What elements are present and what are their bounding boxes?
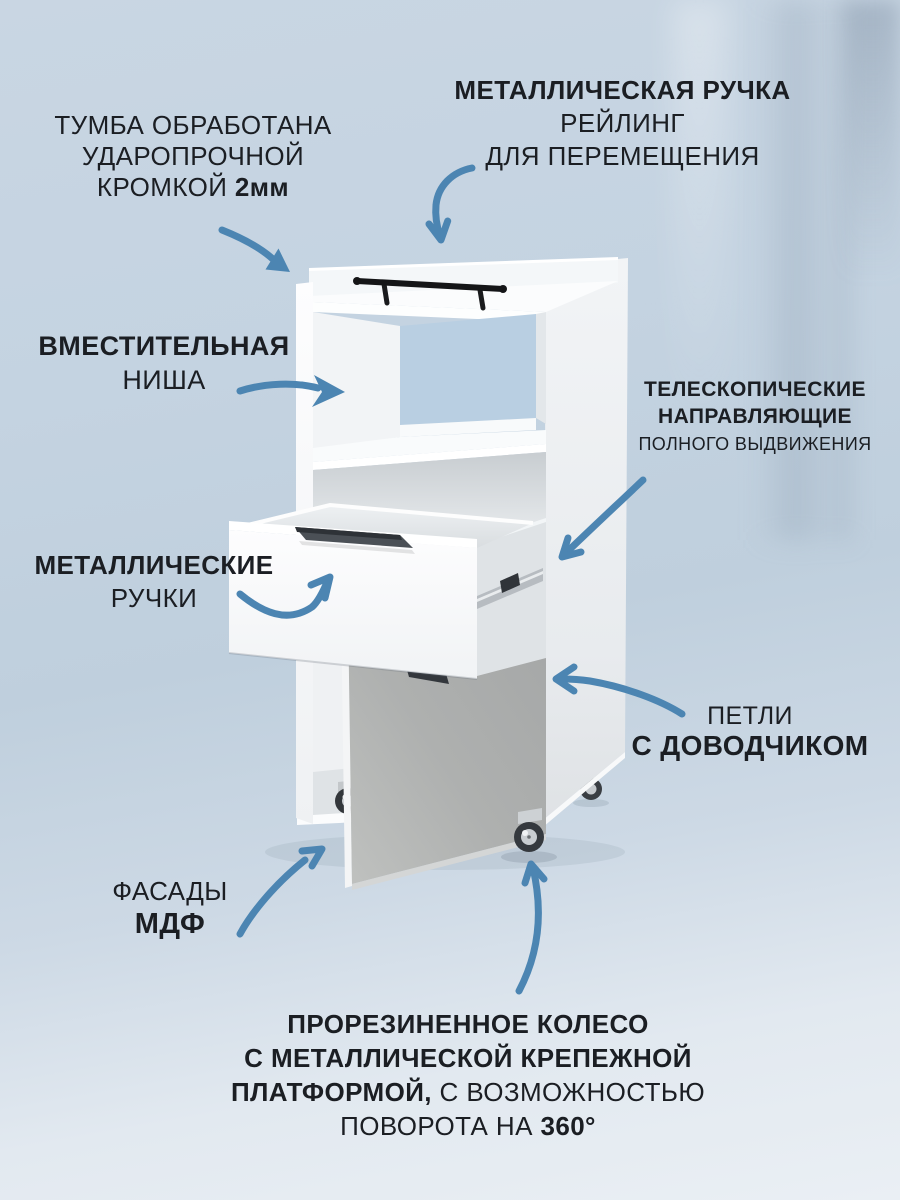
- annotation-line: МЕТАЛЛИЧЕСКИЕ: [34, 550, 274, 580]
- annotation-line: УДАРОПРОЧНОЙ: [81, 141, 305, 171]
- annotation-line: РУЧКИ: [110, 583, 198, 613]
- annotation-line: МЕТАЛЛИЧЕСКАЯ РУЧКА: [454, 75, 791, 105]
- niche-opening: [400, 314, 536, 425]
- railing-handle: [353, 277, 507, 311]
- annotation-hinges: ПЕТЛИ С ДОВОДЧИКОМ: [600, 701, 900, 761]
- annotation-line: НАПРАВЛЯЮЩИЕ: [658, 405, 852, 428]
- arrow-hinges-icon: [552, 663, 686, 718]
- arrow-railing-icon: [425, 164, 476, 244]
- annotation-line: КРОМКОЙ 2мм: [96, 172, 290, 202]
- annotation-line: ПЕТЛИ: [707, 702, 793, 730]
- annotation-line: МДФ: [134, 908, 206, 940]
- annotation-line: РЕЙЛИНГ: [560, 108, 685, 138]
- annotation-line: ТУМБА ОБРАБОТАНА: [54, 110, 332, 140]
- annotation-line: ТЕЛЕСКОПИЧЕСКИЕ: [644, 378, 866, 401]
- drawer-side: [477, 522, 546, 676]
- annotation-edge-banding: ТУМБА ОБРАБОТАНА УДАРОПРОЧНОЙ КРОМКОЙ 2м…: [23, 110, 363, 203]
- annotation-line: ВМЕСТИТЕЛЬНАЯ: [38, 331, 290, 361]
- middle-shelf: [313, 430, 546, 462]
- annotation-slides: ТЕЛЕСКОПИЧЕСКИЕ НАПРАВЛЯЮЩИЕ ПОЛНОГО ВЫД…: [610, 376, 900, 458]
- arrow-wheel-icon: [515, 860, 548, 995]
- arrow-niche-icon: [236, 375, 345, 407]
- drawer-interior: [235, 505, 533, 548]
- open-drawer: [228, 502, 546, 680]
- annotation-line: С ДОВОДЧИКОМ: [631, 730, 869, 761]
- annotation-line: ПРОРЕЗИНЕННОЕ КОЛЕСО: [287, 1009, 649, 1039]
- annotation-line: ПОВОРОТА НА 360°: [340, 1111, 596, 1141]
- arrow-handles-icon: [236, 573, 334, 619]
- caster-wheel-front: [514, 808, 544, 852]
- arrow-edge-banding-icon: [218, 226, 290, 272]
- annotation-facades: ФАСАДЫ МДФ: [30, 875, 310, 941]
- annotation-wheel: ПРОРЕЗИНЕННОЕ КОЛЕСО С МЕТАЛЛИЧЕСКОЙ КРЕ…: [228, 1007, 708, 1143]
- annotation-handles: МЕТАЛЛИЧЕСКИЕ РУЧКИ: [14, 549, 294, 615]
- annotation-line: НИША: [122, 365, 206, 395]
- drawer-front: [229, 530, 477, 679]
- annotation-line: ФАСАДЫ: [112, 876, 228, 906]
- annotation-line: С МЕТАЛЛИЧЕСКОЙ КРЕПЕЖНОЙ: [244, 1043, 692, 1073]
- annotation-line: ДЛЯ ПЕРЕМЕЩЕНИЯ: [485, 141, 760, 171]
- annotation-line: ПОЛНОГО ВЫДВИЖЕНИЯ: [638, 434, 872, 454]
- annotation-railing: МЕТАЛЛИЧЕСКАЯ РУЧКА РЕЙЛИНГ ДЛЯ ПЕРЕМЕЩЕ…: [450, 74, 795, 173]
- annotation-arrows: [218, 164, 686, 995]
- annotation-niche: ВМЕСТИТЕЛЬНАЯ НИША: [24, 329, 304, 397]
- niche-inner-left: [313, 312, 400, 450]
- arrow-slides-icon: [558, 476, 647, 561]
- arrow-facades-icon: [236, 845, 326, 938]
- annotation-line: ПЛАТФОРМОЙ, С ВОЗМОЖНОСТЬЮ: [231, 1077, 705, 1107]
